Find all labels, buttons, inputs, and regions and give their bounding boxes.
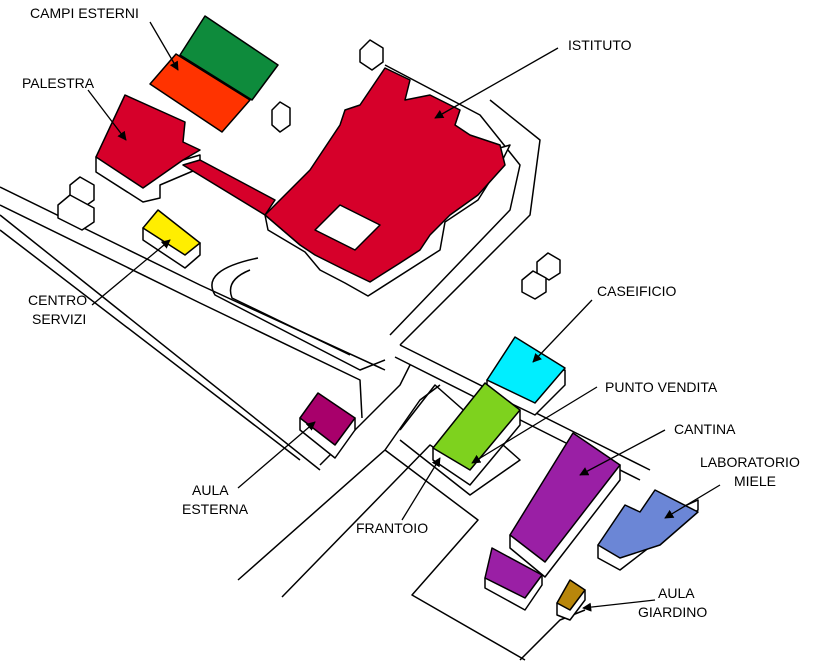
- main-road-lower-edge: [0, 204, 363, 419]
- label-arrows: [87, 21, 721, 612]
- punto-vendita-roof: [432, 382, 521, 471]
- label-istituto: ISTITUTO: [568, 37, 632, 53]
- aula-esterna-building[interactable]: [299, 392, 356, 459]
- arrow-cantina: [579, 429, 666, 476]
- cube-1: [359, 39, 384, 71]
- palestra-roof: [95, 94, 201, 189]
- arrow-centro-servizi: [91, 239, 171, 306]
- loop-road-outer: [211, 257, 386, 371]
- small-structures: [57, 39, 561, 300]
- south-lane: [384, 449, 526, 661]
- label-campi-esterni: CAMPI ESTERNI: [30, 5, 139, 21]
- road-to-istituto: [384, 64, 521, 336]
- campi-esterni-field-orange: [149, 53, 251, 133]
- arrow-campi-esterni: [149, 21, 179, 71]
- label-aula-giardino-2: GIARDINO: [638, 604, 707, 620]
- laboratorio-miele-roof: [597, 489, 699, 559]
- arrow-palestra: [87, 89, 127, 141]
- cantina-roof: [509, 432, 621, 563]
- istituto-building[interactable]: [264, 67, 511, 297]
- cantina-building[interactable]: [509, 432, 621, 578]
- arrow-istituto: [434, 47, 559, 119]
- centro-servizi-roof: [142, 209, 201, 256]
- centro-servizi-building[interactable]: [142, 209, 201, 269]
- label-laboratorio-miele-1: LABORATORIO: [700, 454, 800, 470]
- corridor-connector: [182, 159, 276, 216]
- label-aula-esterna-2: ESTERNA: [182, 501, 249, 517]
- arrow-punto-vendita: [471, 386, 598, 464]
- road-to-istituto-inner: [399, 99, 541, 346]
- building-labels: CAMPI ESTERNI PALESTRA ISTITUTO CENTRO S…: [22, 5, 800, 620]
- aula-esterna-roof: [299, 392, 356, 446]
- label-centro-servizi-2: SERVIZI: [32, 311, 86, 327]
- istituto-courtyard: [314, 204, 381, 251]
- caseificio-roof: [486, 336, 566, 404]
- east-lane: [519, 609, 586, 661]
- aula-giardino-building[interactable]: [556, 579, 586, 621]
- arrow-aula-giardino: [582, 599, 656, 612]
- label-caseificio: CASEIFICIO: [597, 283, 676, 299]
- small-purple-building[interactable]: [484, 547, 543, 611]
- label-cantina: CANTINA: [674, 421, 736, 437]
- frantoio-yard: [399, 384, 521, 496]
- road-east-upper: [399, 344, 651, 471]
- aula-giardino-roof: [556, 579, 586, 611]
- left-lane-2: [0, 229, 301, 461]
- palestra-building[interactable]: [95, 94, 201, 203]
- campi-esterni-building[interactable]: [149, 15, 279, 133]
- label-palestra: PALESTRA: [22, 75, 95, 91]
- label-aula-esterna-1: AULA: [192, 482, 229, 498]
- arrow-frantoio: [401, 457, 441, 521]
- laboratorio-miele-building[interactable]: [597, 489, 699, 571]
- label-laboratorio-miele-2: MIELE: [734, 473, 776, 489]
- label-aula-giardino-1: AULA: [658, 585, 695, 601]
- campi-esterni-field-green: [179, 15, 279, 101]
- cube-4: [57, 194, 95, 231]
- label-centro-servizi-1: CENTRO: [28, 292, 87, 308]
- cube-2: [271, 101, 291, 133]
- cube-6: [521, 270, 547, 300]
- left-lane-1: [0, 214, 321, 471]
- arrow-aula-esterna: [237, 421, 316, 489]
- small-purple-roof: [484, 547, 543, 599]
- label-frantoio: FRANTOIO: [356, 520, 428, 536]
- arrow-caseificio: [532, 299, 593, 363]
- loop-road-inner: [229, 269, 351, 356]
- label-punto-vendita: PUNTO VENDITA: [605, 379, 718, 395]
- arrow-laboratorio-miele: [664, 484, 721, 519]
